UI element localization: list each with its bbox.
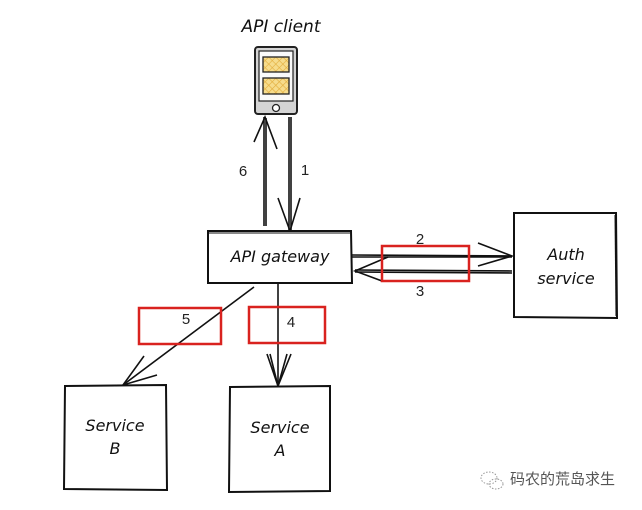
auth-service-label-line1: Auth — [546, 245, 585, 264]
edge-4-arrow — [266, 284, 292, 390]
api-client-label: API client — [241, 17, 322, 37]
service-a-node[interactable]: Service A — [227, 384, 331, 494]
api-gateway-label: API gateway — [230, 247, 330, 266]
edge-2-arrow — [351, 242, 515, 267]
service-a-label-line1: Service — [250, 418, 309, 437]
phone-icon — [254, 46, 298, 115]
edge-2-label: 2 — [416, 231, 424, 248]
edge-1-label: 1 — [301, 162, 309, 179]
api-client-node[interactable]: API client — [241, 17, 322, 115]
service-a-label-line2: A — [274, 441, 286, 460]
edge-3-label: 3 — [416, 283, 424, 300]
highlight-box-edge-4 — [247, 305, 327, 345]
edge-5-label: 5 — [182, 311, 190, 328]
edge-1-arrow — [277, 117, 301, 234]
edge-5-arrow — [120, 286, 255, 387]
watermark-text: 码农的荒岛求生 — [510, 470, 615, 488]
api-gateway-node[interactable]: API gateway — [207, 230, 354, 284]
service-b-node[interactable]: Service B — [62, 383, 169, 492]
edge-3-arrow — [352, 256, 513, 282]
watermark: 码农的荒岛求生 — [480, 470, 615, 490]
highlight-box-edge-5 — [137, 306, 223, 346]
wechat-logo-icon — [480, 471, 504, 490]
service-b-label-line1: Service — [85, 416, 144, 435]
edge-6-arrow — [253, 114, 278, 226]
highlight-box-edges-2-3 — [380, 244, 471, 283]
service-b-label-line2: B — [110, 439, 121, 458]
auth-service-node[interactable]: Auth service — [513, 212, 619, 320]
auth-service-label-line2: service — [537, 269, 594, 288]
edge-6-label: 6 — [239, 163, 247, 180]
edge-4-label: 4 — [287, 314, 295, 331]
